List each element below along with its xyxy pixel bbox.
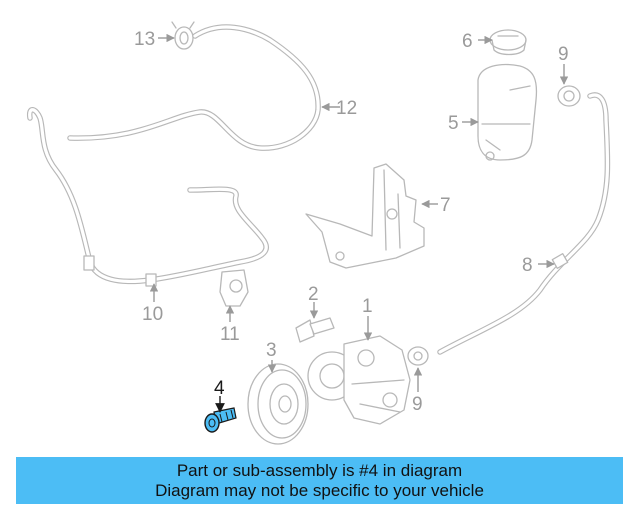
callout-3: 3 (266, 340, 277, 361)
part-9-clamp-upper (557, 85, 581, 107)
callout-6: 6 (462, 31, 473, 52)
callout-11: 11 (220, 324, 240, 345)
leader-lines (149, 33, 569, 413)
callout-9-lower: 9 (412, 394, 423, 415)
callout-5: 5 (448, 113, 459, 134)
info-banner: Part or sub-assembly is #4 in diagram Di… (16, 457, 623, 504)
part-3-pulley (247, 363, 309, 445)
callout-13: 13 (134, 29, 155, 50)
part-6-reservoir-cap (489, 29, 527, 56)
callout-10: 10 (142, 304, 163, 325)
callout-4: 4 (214, 378, 225, 399)
banner-line-part: Part or sub-assembly is #4 in diagram (176, 460, 463, 480)
part-10-pressure-line (26, 107, 269, 287)
callout-9-upper: 9 (558, 44, 569, 65)
part-9-clamp-lower (407, 346, 429, 366)
part-5-reservoir (477, 63, 538, 161)
part-1-power-steering-pump (307, 335, 411, 425)
part-11-bracket (219, 269, 249, 307)
callout-numbers: 1 2 3 4 5 6 7 8 9 9 10 11 12 13 (134, 29, 569, 415)
part-2-bolt (295, 317, 335, 343)
callout-2: 2 (308, 284, 319, 305)
part-13-hose-clamp (171, 21, 195, 50)
parts-diagram: 1 2 3 4 5 6 7 8 9 9 10 11 12 13 (26, 21, 611, 445)
banner-line-disclaimer: Diagram may not be specific to your vehi… (155, 480, 484, 500)
callout-1: 1 (362, 296, 373, 317)
callout-8: 8 (522, 255, 533, 276)
part-12-return-hose (67, 24, 321, 151)
callout-12: 12 (336, 98, 357, 119)
part-7-mounting-bracket (305, 163, 425, 269)
callout-7: 7 (440, 195, 451, 216)
